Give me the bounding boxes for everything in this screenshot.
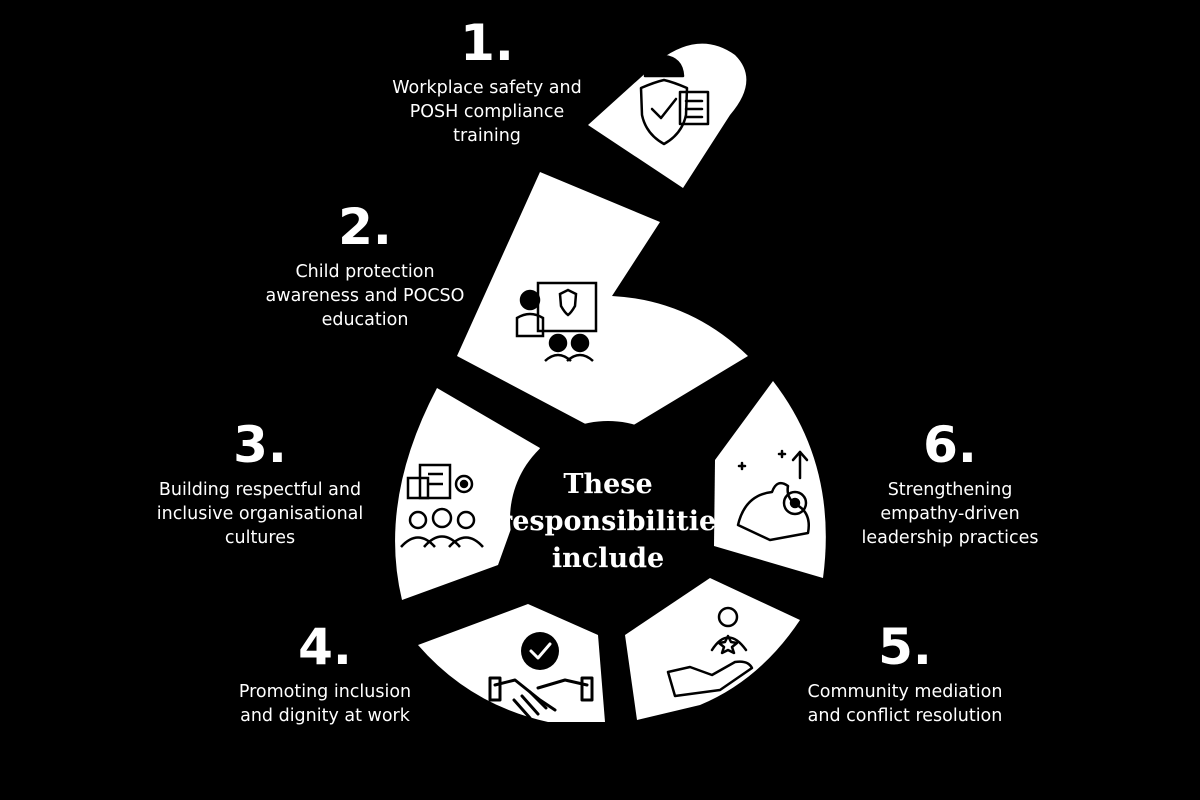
segment-6 <box>714 381 826 578</box>
item-3: 3. Building respectful and inclusive org… <box>115 420 405 550</box>
item-6-number: 6. <box>923 416 977 474</box>
segment-4 <box>418 604 605 722</box>
item-1: 1. Workplace safety and POSH compliance … <box>362 18 612 148</box>
office-team-icon <box>400 463 484 548</box>
center-title: These responsibilities include <box>498 469 732 574</box>
item-6: 6. Strengthening empathy-driven leadersh… <box>820 420 1080 550</box>
handshake-check-icon <box>488 632 594 720</box>
hand-person-star-icon <box>666 606 754 698</box>
item-3-label: Building respectful and inclusive organi… <box>156 480 364 548</box>
item-4-number: 4. <box>298 618 352 676</box>
center-disc <box>510 421 706 617</box>
item-1-label: Workplace safety and POSH compliance tra… <box>392 78 582 146</box>
item-5: 5. Community mediation and conflict reso… <box>770 622 1040 728</box>
item-4: 4. Promoting inclusion and dignity at wo… <box>200 622 450 728</box>
item-2-number: 2. <box>338 198 392 256</box>
item-5-number: 5. <box>878 618 932 676</box>
shield-helmet-checklist-icon <box>639 54 710 146</box>
item-2: 2. Child protection awareness and POCSO … <box>230 202 500 332</box>
segment-3 <box>395 388 540 600</box>
strength-growth-icon <box>736 449 810 542</box>
item-2-label: Child protection awareness and POCSO edu… <box>265 262 465 330</box>
item-4-label: Promoting inclusion and dignity at work <box>238 682 412 726</box>
item-5-label: Community mediation and conflict resolut… <box>807 682 1003 726</box>
item-6-label: Strengthening empathy-driven leadership … <box>861 480 1039 548</box>
teacher-presentation-icon <box>515 281 598 362</box>
item-1-number: 1. <box>460 14 514 72</box>
item-3-number: 3. <box>233 416 287 474</box>
segment-2 <box>457 172 748 438</box>
segment-1 <box>588 43 747 188</box>
